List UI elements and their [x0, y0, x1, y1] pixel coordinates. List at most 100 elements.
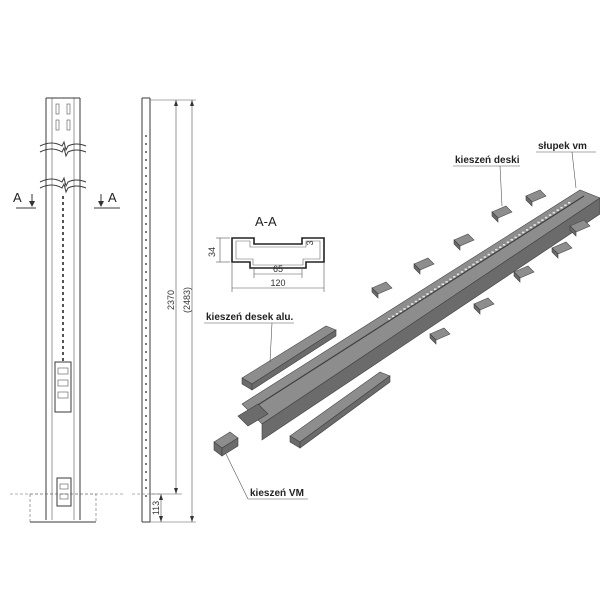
rail-hole: [548, 214, 552, 216]
perforation-hole: [62, 274, 64, 277]
rail-hole: [407, 305, 410, 308]
rail-hole: [502, 244, 506, 246]
perforation-hole: [62, 340, 64, 343]
side-hole: [145, 223, 147, 225]
side-hole: [145, 303, 147, 305]
side-hole: [145, 407, 147, 409]
rail-hole: [545, 216, 548, 219]
perforation-hole: [62, 238, 64, 241]
rail-hole: [541, 219, 544, 221]
rail-hole: [411, 303, 414, 305]
side-hole: [145, 327, 147, 329]
rail-hole: [499, 246, 502, 248]
rail-hole: [525, 229, 529, 231]
rail-hole: [434, 288, 437, 290]
side-hole: [145, 415, 147, 417]
side-hole: [145, 295, 147, 297]
perforation-hole: [62, 334, 64, 337]
label-kieszen-vm: kieszeń VM: [250, 488, 304, 499]
side-hole: [145, 431, 147, 433]
side-hole: [145, 311, 147, 313]
side-hole: [145, 375, 147, 377]
side-hole: [145, 359, 147, 361]
side-hole: [145, 271, 147, 273]
rail-hole: [464, 268, 467, 271]
side-hole: [145, 319, 147, 321]
perforation-hole: [62, 322, 64, 325]
section-markers: A A: [13, 190, 120, 209]
rail-hole: [476, 261, 479, 263]
rail-hole: [388, 318, 391, 320]
rail-hole: [556, 209, 559, 211]
perforation-hole: [62, 250, 64, 253]
rail-hole: [399, 310, 402, 313]
perforation-hole: [62, 304, 64, 307]
perforation-hole: [62, 226, 64, 229]
perforation-hole: [62, 310, 64, 313]
rail-hole: [568, 202, 571, 204]
perforation-hole: [62, 280, 64, 283]
rail-hole: [522, 231, 525, 234]
dim-3: 3: [305, 240, 315, 245]
assembly-3d: [213, 189, 600, 457]
side-hole: [145, 255, 147, 257]
rail-hole: [552, 211, 556, 214]
rail-hole: [491, 251, 494, 253]
rail-hole: [403, 308, 406, 310]
label-kieszen-deski: kieszeń deski: [455, 155, 520, 166]
side-hole: [145, 487, 147, 489]
rail-hole: [456, 273, 460, 276]
side-hole: [145, 143, 147, 145]
side-hole: [145, 135, 147, 137]
side-hole: [145, 247, 147, 249]
perforation-hole: [62, 346, 64, 349]
section-marker-right: A: [108, 190, 117, 205]
side-hole: [145, 447, 147, 449]
dim-2370: 2370: [166, 290, 176, 310]
rail-hole: [437, 285, 441, 288]
side-hole: [145, 191, 147, 193]
post-dimensions: 2370 (2483) 113: [150, 99, 196, 523]
rail-hole: [468, 266, 471, 268]
dim-120: 120: [270, 278, 285, 288]
side-hole: [145, 399, 147, 401]
side-hole: [145, 367, 147, 369]
side-hole: [145, 159, 147, 161]
side-hole: [145, 231, 147, 233]
side-hole: [145, 351, 147, 353]
side-hole: [145, 207, 147, 209]
side-hole: [145, 463, 147, 465]
perforation-hole: [62, 352, 64, 355]
rail-hole: [460, 271, 464, 273]
rail-hole: [391, 315, 395, 318]
rail-hole: [518, 234, 521, 236]
perforation-hole: [62, 208, 64, 211]
section-title: A-A: [255, 214, 277, 229]
rail-hole: [449, 278, 452, 281]
rail-hole: [537, 221, 540, 224]
side-hole: [145, 455, 147, 457]
rail-hole: [483, 256, 487, 258]
section-a-a: A-A 34 3 65 120: [207, 214, 325, 292]
side-hole: [145, 263, 147, 265]
rail-hole: [426, 293, 429, 295]
side-hole: [145, 175, 147, 177]
rail-hole: [529, 226, 533, 229]
dim-34: 34: [207, 247, 217, 257]
rail-hole: [472, 263, 475, 266]
perforation-hole: [62, 196, 64, 199]
side-hole: [145, 199, 147, 201]
rail-hole: [560, 206, 563, 209]
dim-2483: (2483): [182, 287, 192, 313]
side-hole: [145, 151, 147, 153]
perforation-hole: [62, 220, 64, 223]
dim-65: 65: [273, 264, 283, 274]
perforation-hole: [62, 286, 64, 289]
perforation-hole: [62, 358, 64, 361]
perforation-hole: [62, 244, 64, 247]
perforation-hole: [62, 202, 64, 205]
perforation-hole: [62, 268, 64, 271]
rail-hole: [453, 276, 456, 278]
rail-hole: [495, 248, 498, 251]
side-hole: [145, 287, 147, 289]
